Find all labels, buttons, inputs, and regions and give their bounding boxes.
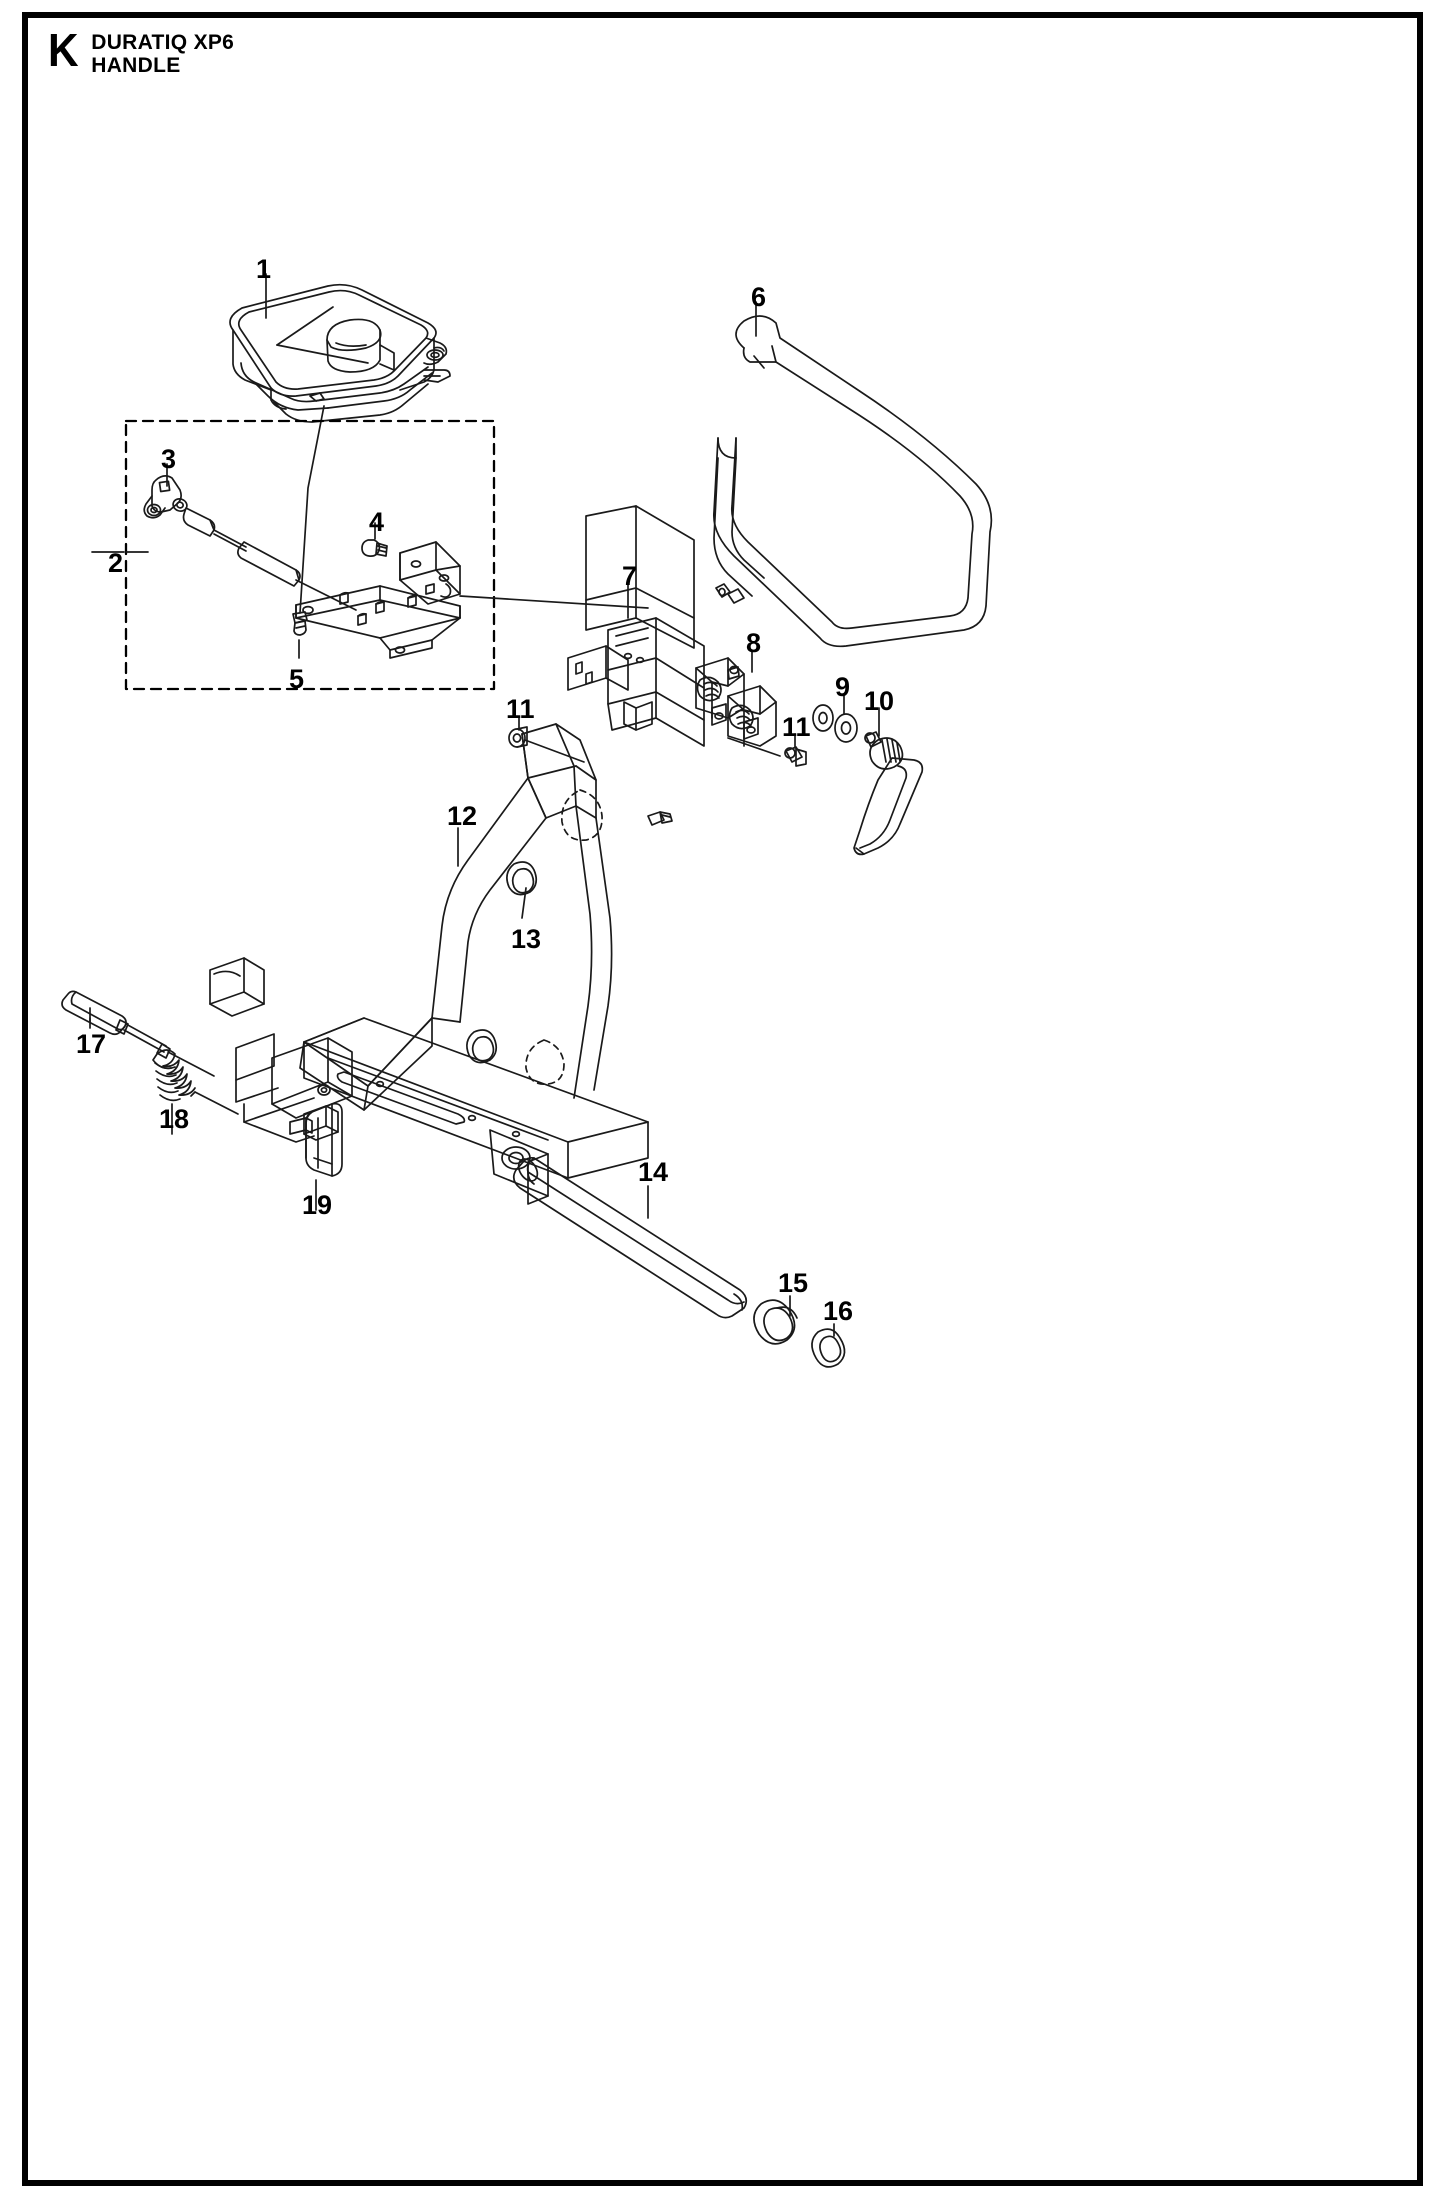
sheet-header: K DURATIQ XP6 HANDLE <box>48 24 234 77</box>
leader-kit-to-frame <box>459 595 649 609</box>
part-9-washers <box>812 704 858 743</box>
callout-15: 15 <box>778 1268 809 1298</box>
callout-7: 7 <box>622 561 638 591</box>
callout-1: 1 <box>256 254 272 284</box>
exploded-diagram: 1 2 3 4 5 6 7 8 9 10 11 11 12 13 14 15 1… <box>28 18 1417 2180</box>
callout-14: 14 <box>638 1157 669 1187</box>
callout-16: 16 <box>823 1296 854 1326</box>
part-11-bolt-left <box>508 726 528 748</box>
part-15-end-bushing <box>753 1299 798 1345</box>
leader-11-right-b <box>727 737 781 757</box>
callout-2: 2 <box>108 548 124 578</box>
part-4-screw <box>361 539 388 557</box>
part-2-push-rod <box>182 507 357 611</box>
part-17-locking-pin <box>61 990 215 1077</box>
diagram-linework <box>61 273 993 1368</box>
callout-18: 18 <box>159 1104 190 1134</box>
linkage-kit-dashed-box <box>124 419 496 691</box>
leader-13 <box>521 887 527 919</box>
callout-9: 9 <box>835 672 851 702</box>
leader-tank-to-bracket <box>299 405 325 614</box>
callout-10: 10 <box>864 686 895 716</box>
part-1-water-tank <box>229 283 451 423</box>
callout-6: 6 <box>751 282 767 312</box>
sheet-title-block: DURATIQ XP6 HANDLE <box>91 28 234 77</box>
brand-logo-k: K <box>48 24 79 76</box>
page-title-section: HANDLE <box>91 54 181 77</box>
part-12-handle-frame <box>209 723 673 1205</box>
leader-11-left-b <box>524 739 585 763</box>
callout-11-right: 11 <box>782 712 811 742</box>
part-10-clamp-lever <box>853 731 924 856</box>
part-11-bolt-right <box>784 746 807 767</box>
part-19-t-knob <box>289 1102 343 1177</box>
callout-17: 17 <box>76 1029 107 1059</box>
callout-13: 13 <box>511 924 542 954</box>
callout-12: 12 <box>447 801 478 831</box>
callout-8: 8 <box>746 628 762 658</box>
callout-3: 3 <box>161 444 177 474</box>
part-3-rod-end <box>143 475 188 519</box>
page-border <box>22 12 1423 2186</box>
part-13-grommet <box>506 861 538 896</box>
part-7-handle-console <box>567 505 705 747</box>
callout-4: 4 <box>369 507 385 537</box>
callout-5: 5 <box>289 664 305 694</box>
diagram-svg <box>61 273 993 1368</box>
part-6-handlebar-loop <box>713 315 993 648</box>
part-16-o-ring <box>811 1328 846 1368</box>
page-title-model: DURATIQ XP6 <box>91 31 235 54</box>
linkage-bracket-right <box>399 541 461 605</box>
grommet-lower <box>466 1029 498 1064</box>
part-18-compression-spring <box>152 1049 239 1115</box>
linkage-bracket-plate <box>295 585 461 659</box>
part-8-clamp-halves <box>695 657 777 747</box>
callout-19: 19 <box>302 1190 333 1220</box>
callout-11-left: 11 <box>506 694 535 724</box>
part-14-handle-tube <box>512 1156 748 1319</box>
